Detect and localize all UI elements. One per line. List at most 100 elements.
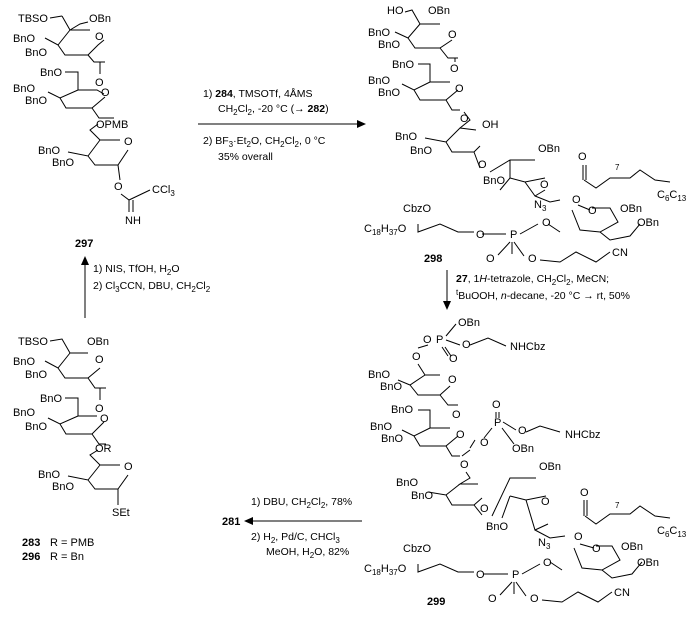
label-o: O (455, 83, 464, 95)
label-bno: BnO (13, 407, 35, 419)
label-or: OR (95, 443, 112, 455)
label-o: O (449, 353, 458, 365)
reaction-arrow-top: 1) 284, TMSOTf, 4ÅMS CH2Cl2, -20 °C (→ 2… (198, 87, 366, 163)
label-obn: OBn (87, 336, 109, 348)
label-o: O (456, 429, 465, 441)
label-c6h13: C6C13 (657, 525, 687, 539)
label-bno: BnO (13, 356, 35, 368)
label-bno: BnO (396, 477, 418, 489)
label-bno: BnO (368, 369, 390, 381)
label-chain-7: 7 (615, 501, 620, 510)
label-n3: N3 (534, 199, 547, 213)
label-bno: BnO (391, 404, 413, 416)
label-p: P (494, 417, 501, 429)
label-o: O (452, 409, 461, 421)
label-nh: NH (125, 215, 141, 227)
condition-top-2: 2) BF3·Et2O, CH2Cl2, 0 °C (203, 135, 326, 149)
label-obn: OBn (512, 443, 534, 455)
label-nhcbz: NHCbz (565, 429, 600, 441)
label-bno: BnO (13, 83, 35, 95)
label-obn: OBn (620, 203, 642, 215)
structure-298: HO OBn BnO BnO O O BnO BnO BnO O O OH Bn… (364, 5, 687, 265)
condition-bottom-2: 2) H2, Pd/C, CHCl3 (251, 531, 340, 545)
label-o: O (574, 531, 583, 543)
label-obn: OBn (637, 557, 659, 569)
label-obn: OBn (539, 461, 561, 473)
condition-bottom-3: MeOH, H2O, 82% (266, 546, 349, 560)
label-o: O (448, 29, 457, 41)
label-c18h37o: C18H37O (364, 563, 407, 577)
label-bno: BnO (38, 469, 60, 481)
label-bno: BnO (368, 75, 390, 87)
label-o: O (114, 181, 123, 193)
compound-label-283: 283 (22, 537, 40, 549)
r-group-283: R = PMB (50, 537, 94, 549)
label-obn: OBn (89, 13, 111, 25)
label-o: O (480, 437, 489, 449)
label-chain-7: 7 (615, 163, 620, 172)
label-set: SEt (112, 507, 130, 519)
condition-bottom-1: 1) DBU, CH2Cl2, 78% (251, 496, 352, 510)
label-o: O (450, 63, 459, 75)
label-n3: N3 (538, 537, 551, 551)
reaction-arrow-left: 1) NIS, TfOH, H2O 2) Cl3CCN, DBU, CH2Cl2 (81, 256, 211, 318)
label-o: O (95, 403, 104, 415)
label-bno: BnO (368, 27, 390, 39)
label-o: O (480, 503, 489, 515)
label-o: O (124, 461, 133, 473)
label-bno: BnO (52, 157, 74, 169)
label-o: O (124, 136, 133, 148)
compound-label-281: 281 (222, 516, 240, 528)
label-bno: BnO (25, 369, 47, 381)
label-ho: HO (387, 5, 404, 17)
label-o: O (540, 179, 549, 191)
label-c18h37o: C18H37O (364, 223, 407, 237)
reaction-arrow-bottom: 281 1) DBU, CH2Cl2, 78% 2) H2, Pd/C, CHC… (222, 496, 362, 560)
label-obn: OBn (458, 317, 480, 329)
label-o: O (492, 399, 501, 411)
label-bno: BnO (378, 87, 400, 99)
label-bno: BnO (52, 481, 74, 493)
structure-297: TBSO OBn BnO BnO O O BnO BnO BnO O OPMB … (13, 13, 175, 250)
label-o: O (101, 87, 110, 99)
label-o: O (460, 459, 469, 471)
label-p: P (510, 229, 517, 241)
condition-left-1: 1) NIS, TfOH, H2O (93, 263, 180, 277)
label-o: O (588, 205, 597, 217)
label-bno: BnO (411, 490, 433, 502)
label-o: O (486, 253, 495, 265)
label-bno: BnO (392, 59, 414, 71)
label-bno: BnO (486, 521, 508, 533)
label-tbso: TBSO (18, 336, 48, 348)
label-o: O (578, 151, 587, 163)
label-bno: BnO (380, 381, 402, 393)
compound-label-297: 297 (75, 238, 93, 250)
compound-label-296: 296 (22, 551, 40, 563)
reaction-arrow-right: 27, 1H-tetrazole, CH2Cl2, MeCN; tBuOOH, … (443, 270, 630, 310)
label-bno: BnO (395, 131, 417, 143)
label-bno: BnO (25, 47, 47, 59)
label-bno: BnO (381, 433, 403, 445)
structure-299: OBn O P O NHCbz O O BnO BnO O O BnO BnO … (364, 317, 687, 608)
label-o: O (543, 557, 552, 569)
label-o: O (572, 194, 581, 206)
structure-283-296: TBSO OBn BnO BnO O O BnO BnO BnO O OR Bn… (13, 336, 133, 563)
label-obn: OBn (538, 143, 560, 155)
label-cbzo: CbzO (403, 543, 432, 555)
label-o: O (95, 77, 104, 89)
label-ccl3: CCl3 (152, 184, 175, 198)
label-o: O (476, 569, 485, 581)
label-bno: BnO (25, 421, 47, 433)
label-bno: BnO (40, 393, 62, 405)
label-p: P (512, 569, 519, 581)
label-o: O (478, 159, 487, 171)
compound-label-298: 298 (424, 253, 442, 265)
label-obn: OBn (637, 217, 659, 229)
condition-top-1b: CH2Cl2, -20 °C (→ 282) (218, 103, 329, 117)
label-oh: OH (482, 119, 499, 131)
label-cn: CN (614, 587, 630, 599)
label-o: O (592, 543, 601, 555)
label-opmb: OPMB (96, 119, 128, 131)
label-o: O (476, 229, 485, 241)
